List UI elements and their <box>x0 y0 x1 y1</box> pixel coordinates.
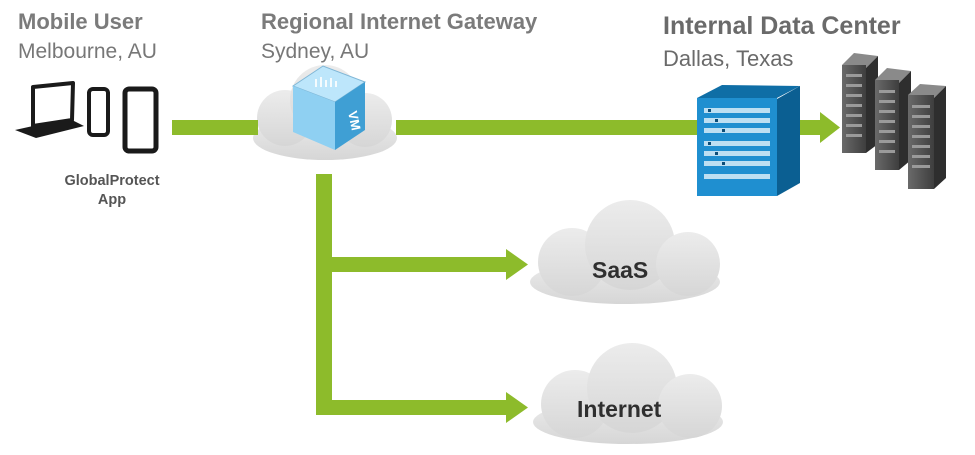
saas-cloud-icon <box>530 200 720 304</box>
mobile-user-location: Melbourne, AU <box>18 40 157 63</box>
saas-label: SaaS <box>592 257 649 283</box>
saas-branch-link <box>316 257 508 272</box>
internet-label: Internet <box>577 396 662 422</box>
vm-label: VM <box>345 110 364 132</box>
tablet-icon <box>122 86 159 154</box>
app-label-line2: App <box>97 192 127 208</box>
laptop-icon <box>15 81 84 138</box>
internet-arrowhead <box>506 392 528 423</box>
datacenter-servers-link <box>800 120 822 135</box>
server-rack-1 <box>842 53 878 153</box>
gateway-to-datacenter-link <box>396 120 702 135</box>
server-rack-icon <box>842 53 946 189</box>
phone-icon <box>87 87 110 137</box>
datacenter-location: Dallas, Texas <box>663 46 794 71</box>
firewall-icon <box>697 85 800 196</box>
connection-arrows <box>172 112 840 423</box>
internet-cloud-icon <box>533 343 723 444</box>
user-to-gateway-link <box>172 120 258 135</box>
app-label-line1: GlobalProtect <box>64 173 160 189</box>
datacenter-title: Internal Data Center <box>663 12 901 40</box>
saas-arrowhead <box>506 249 528 280</box>
globalprotect-app-label: GlobalProtect App <box>60 172 164 210</box>
gateway-location: Sydney, AU <box>261 40 370 63</box>
datacenter-arrowhead <box>820 112 840 143</box>
internet-branch-link <box>316 400 508 415</box>
gateway-title: Regional Internet Gateway <box>261 9 538 34</box>
server-rack-3 <box>908 84 946 189</box>
server-rack-2 <box>875 68 911 170</box>
mobile-user-title: Mobile User <box>18 9 143 34</box>
vm-icon: VM <box>291 65 367 150</box>
gateway-down-link <box>316 174 332 415</box>
